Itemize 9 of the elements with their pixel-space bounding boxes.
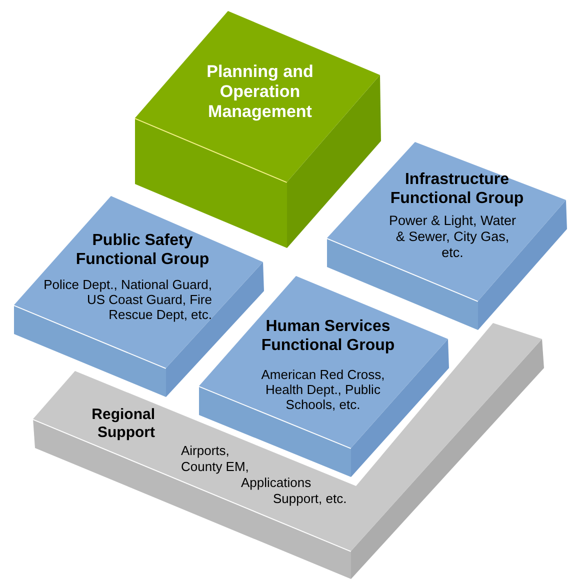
group-title: Planning and Operation Management <box>206 62 314 122</box>
group-title: Human Services Functional Group <box>260 318 396 356</box>
group-title: Regional Support <box>90 406 155 442</box>
group-title: Public Safety Functional Group <box>74 232 210 270</box>
group-description: Police Dept., National Guard, US Coast Guard, Fire Rescue Dept, etc. <box>42 277 212 323</box>
group-description: American Red Cross, Health Dept., Public Schools, etc. <box>260 367 386 413</box>
group-description: Power & Light, Water & Sewer, City Gas, etc. <box>388 213 518 260</box>
group-description: Airports, County EM, Applications Support, etc. <box>181 443 348 507</box>
group-title: Infrastructure Functional Group <box>389 171 525 208</box>
